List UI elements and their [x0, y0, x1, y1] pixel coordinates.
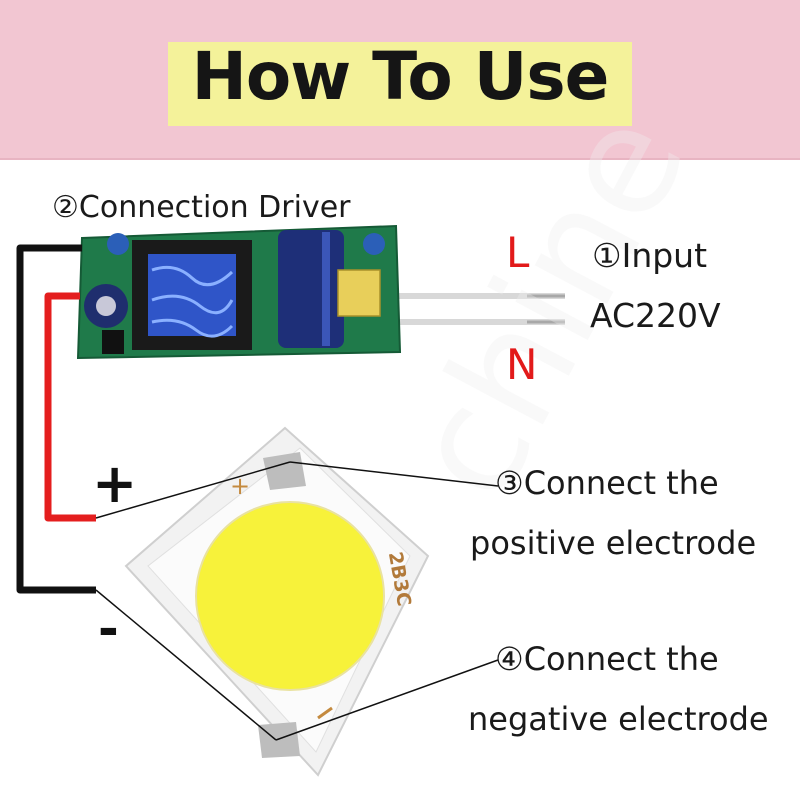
ac-input-wires	[392, 293, 565, 325]
positive-pointer-line	[95, 461, 291, 519]
driver-label: ②Connection Driver	[52, 190, 351, 225]
negative-label-line2: negative electrode	[468, 700, 769, 738]
pad-plus-marker: +	[230, 472, 250, 500]
neutral-label: N	[506, 340, 538, 389]
black-wire	[16, 244, 96, 594]
voltage-label: AC220V	[590, 296, 721, 335]
electrolytic-capacitor	[278, 230, 344, 348]
negative-pad	[258, 722, 300, 758]
input-label: ①Input	[592, 236, 708, 275]
positive-label-line2: positive electrode	[470, 524, 757, 562]
minus-sign: -	[98, 600, 119, 658]
positive-label-line1: ③Connect the	[495, 464, 719, 502]
negative-label-line1: ④Connect the	[495, 640, 719, 678]
title-highlight	[168, 42, 632, 126]
plus-sign: +	[92, 452, 138, 515]
line-label: L	[506, 228, 530, 277]
driver-board	[76, 224, 402, 360]
negative-label-line	[275, 659, 499, 741]
cob-led-chip: +	[124, 426, 430, 777]
negative-pointer-line	[95, 589, 277, 741]
film-capacitor	[337, 269, 381, 317]
red-wire	[44, 292, 96, 522]
pad-minus-marker	[317, 706, 333, 720]
positive-label-line	[289, 461, 499, 487]
positive-pad	[263, 452, 306, 490]
page-title: How To Use	[191, 38, 610, 115]
led-emitter	[195, 501, 385, 691]
